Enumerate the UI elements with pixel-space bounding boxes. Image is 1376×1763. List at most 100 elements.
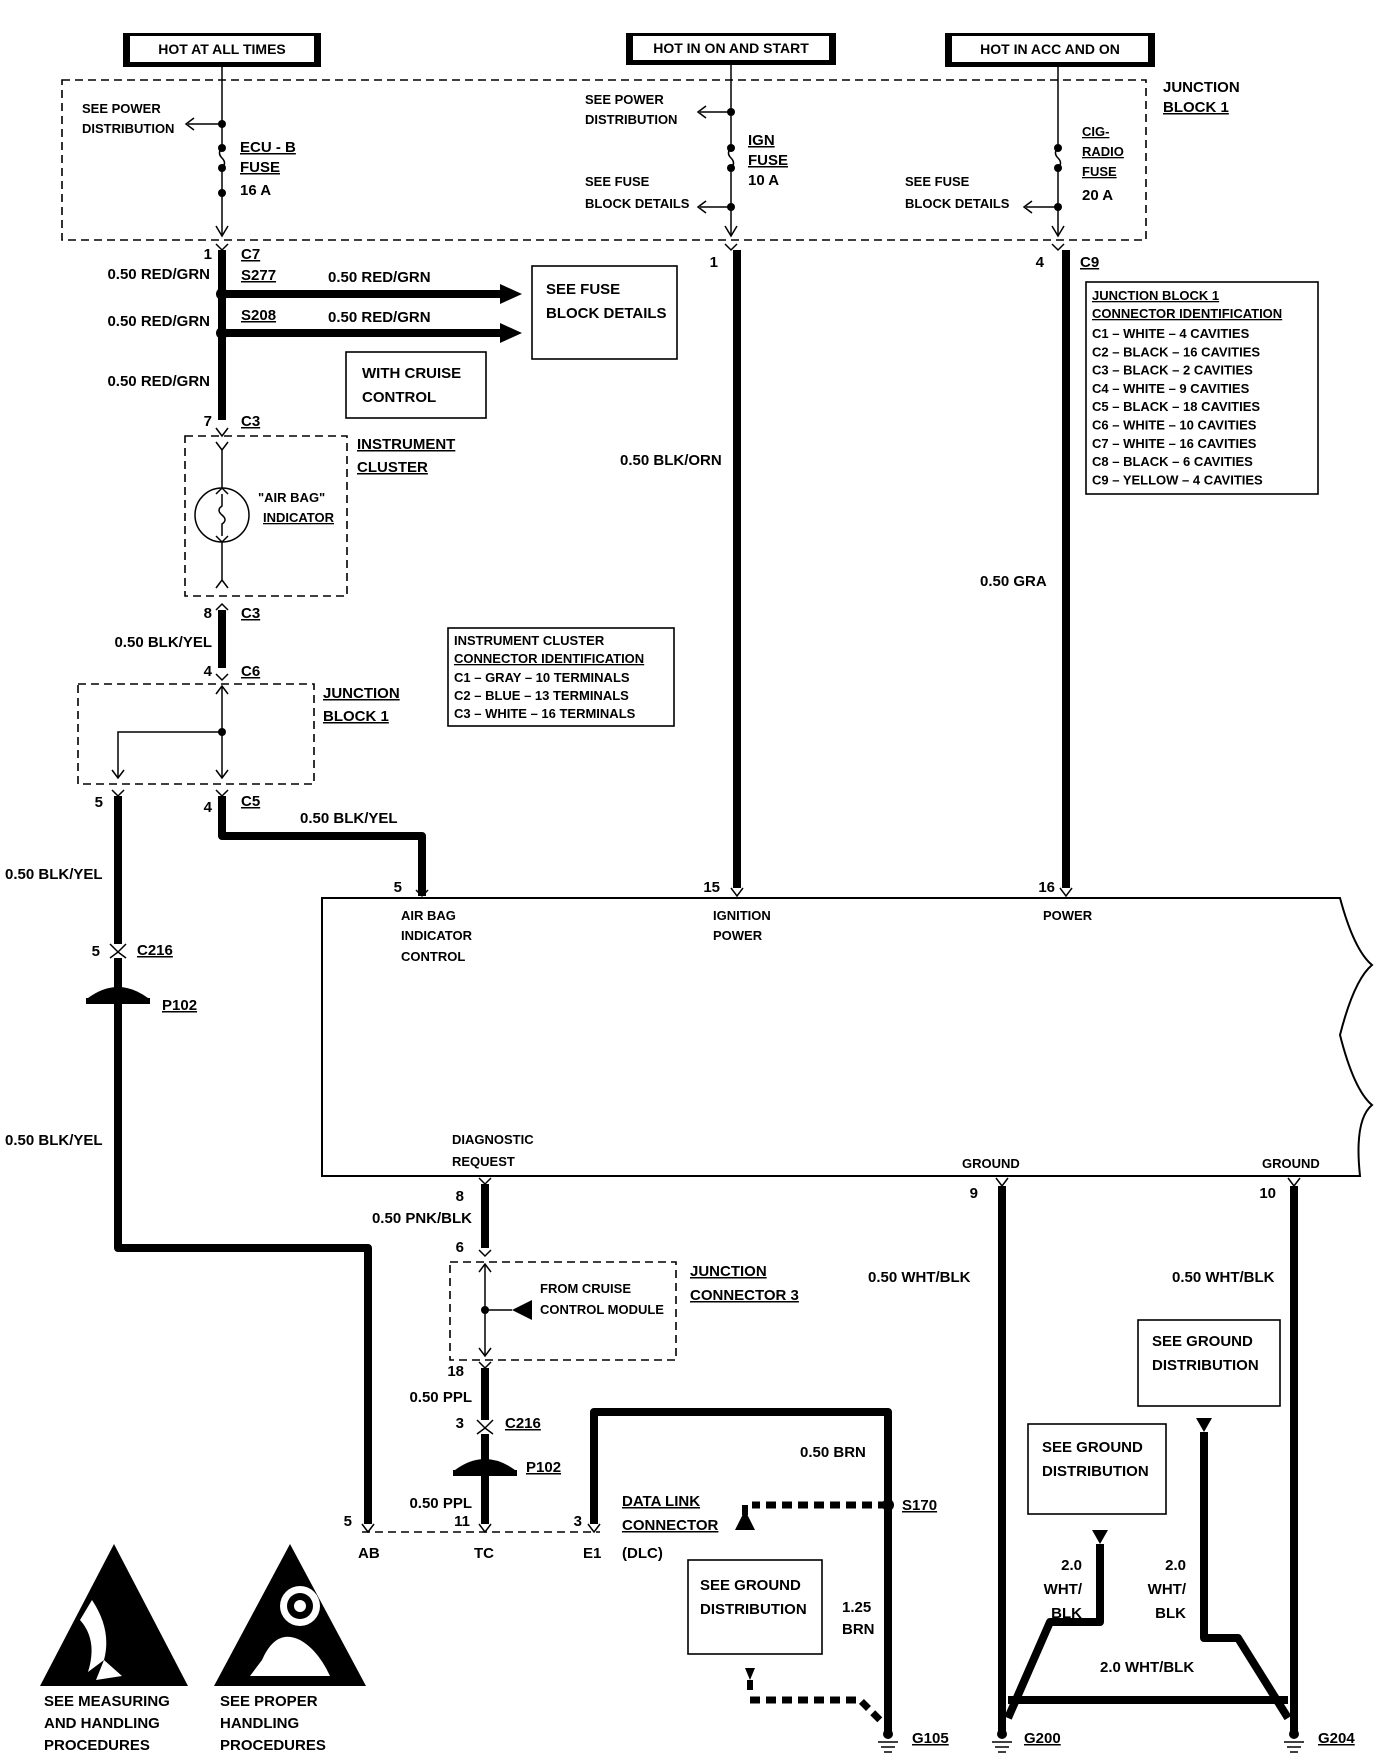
jb1-conn-id-title-1: JUNCTION BLOCK 1 — [1092, 288, 1219, 303]
wire-2a-2: WHT/ — [1044, 1581, 1083, 1598]
air-bag-indicator-1: "AIR BAG" — [258, 490, 325, 505]
esd-warning-2: AND HANDLING — [44, 1715, 160, 1732]
instrument-cluster-box — [184, 435, 348, 597]
c6-pin: 4 — [204, 663, 213, 680]
see-power-1b: DISTRIBUTION — [82, 121, 174, 136]
jb1-connector-id-box — [1085, 281, 1319, 495]
wire-blk-yel-1-label: 0.50 BLK/YEL — [114, 634, 212, 651]
header-hot-acc-on: HOT IN ACC AND ON — [945, 33, 1155, 67]
cig-fuse-name-1: CIG- — [1082, 124, 1109, 139]
ign-fuse: SEE POWER DISTRIBUTION SEE FUSE BLOCK DE… — [585, 80, 788, 238]
wire-brn-label: 0.50 BRN — [800, 1444, 866, 1461]
c5-pin-left: 5 — [95, 794, 103, 811]
esd-warning-icon — [40, 1544, 188, 1686]
junction-block-top — [61, 79, 1147, 241]
jc3-pin-bot: 18 — [447, 1363, 464, 1380]
module-ign-2: POWER — [713, 928, 763, 943]
module-body — [321, 897, 1374, 1177]
wire-red-grn-3-label: 0.50 RED/GRN — [107, 373, 210, 390]
ecu-fuse-name-2: FUSE — [240, 159, 280, 176]
see-fuse-2a: SEE FUSE — [585, 174, 650, 189]
ground-dist-a2: DISTRIBUTION — [700, 1601, 807, 1618]
dlc-pin-3: 3 — [574, 1513, 582, 1530]
header-hot-on-start: HOT IN ON AND START — [626, 33, 836, 65]
pin-8: 8 — [456, 1188, 464, 1205]
srs-warning-2: HANDLING — [220, 1715, 299, 1732]
c7-pin: 1 — [204, 246, 212, 263]
header-hot-all-times-label: HOT AT ALL TIMES — [158, 41, 286, 57]
g204-ground-icon — [1284, 1729, 1304, 1753]
module-diag-2: REQUEST — [452, 1154, 515, 1169]
connector-id-row: C3 – BLACK – 2 CAVITIES — [1092, 363, 1253, 378]
wire-wht-blk-2-label: 0.50 WHT/BLK — [1172, 1269, 1275, 1286]
cig-fuse-name-2: RADIO — [1082, 144, 1124, 159]
wire-2a-1: 2.0 — [1061, 1557, 1082, 1574]
pin-15: 15 — [703, 879, 720, 896]
c9-pin: 4 — [1036, 254, 1045, 271]
wire-wht-blk-1-label: 0.50 WHT/BLK — [868, 1269, 971, 1286]
wire-brn — [590, 1408, 892, 1734]
pin-5-airbag: 5 — [394, 879, 402, 896]
with-cruise-2: CONTROL — [362, 389, 436, 406]
c3-bot-pin: 8 — [204, 605, 212, 622]
connector-id-row: C8 – BLACK – 6 CAVITIES — [1092, 454, 1253, 469]
see-fuse-3a: SEE FUSE — [905, 174, 970, 189]
jb-mid-title-2: BLOCK 1 — [323, 708, 389, 725]
wire-brn125-2: BRN — [842, 1621, 875, 1638]
srs-warning-3: PROCEDURES — [220, 1737, 326, 1754]
ground-dist-a1: SEE GROUND — [700, 1577, 801, 1594]
module-diag-1: DIAGNOSTIC — [452, 1132, 534, 1147]
connector-id-row: C1 – WHITE – 4 CAVITIES — [1092, 326, 1250, 341]
instrument-cluster-title-1: INSTRUMENT — [357, 436, 455, 453]
wire-red-grn-1-label: 0.50 RED/GRN — [107, 266, 210, 283]
wire-blk-yel-2 — [218, 796, 426, 896]
c9-label: C9 — [1080, 254, 1099, 271]
ic-conn-id-title-2: CONNECTOR IDENTIFICATION — [454, 651, 644, 666]
g204-label: G204 — [1318, 1730, 1355, 1747]
ecu-fuse-rating: 16 A — [240, 182, 271, 199]
junction-block-mid — [77, 683, 315, 785]
jb-mid-title-1: JUNCTION — [323, 685, 400, 702]
dlc-tc: TC — [474, 1545, 494, 1562]
jb1-conn-id-title-2: CONNECTOR IDENTIFICATION — [1092, 306, 1282, 321]
jc3-pin-top: 6 — [456, 1239, 464, 1256]
pin-9: 9 — [970, 1185, 978, 1202]
wire-gra-label: 0.50 GRA — [980, 573, 1047, 590]
wire-2b-2: WHT/ — [1148, 1581, 1187, 1598]
srs-warning-icon — [214, 1544, 366, 1686]
connector-id-row: C5 – BLACK – 18 CAVITIES — [1092, 399, 1260, 414]
c5-pin-right: 4 — [204, 799, 213, 816]
dlc-title-2: CONNECTOR — [622, 1517, 719, 1534]
p102-label: P102 — [162, 997, 197, 1014]
ic-conn-id-title-1: INSTRUMENT CLUSTER — [454, 633, 605, 648]
wire-2b-1: 2.0 — [1165, 1557, 1186, 1574]
c3-top-label: C3 — [241, 413, 260, 430]
ign-pin: 1 — [710, 254, 718, 271]
ground-dist-b2: DISTRIBUTION — [1152, 1357, 1259, 1374]
wire-red-grn-4-label: 0.50 RED/GRN — [328, 269, 431, 286]
see-power-2b: DISTRIBUTION — [585, 112, 677, 127]
jb-top-title-1: JUNCTION — [1163, 79, 1240, 96]
s170-label: S170 — [902, 1497, 937, 1514]
cig-radio-fuse: SEE FUSE BLOCK DETAILS CIG- RADIO FUSE 2… — [905, 80, 1124, 238]
dlc-e1: E1 — [583, 1545, 601, 1562]
ign-fuse-name-1: IGN — [748, 132, 775, 149]
cruise-arrow-icon — [512, 1300, 532, 1320]
jb-top-title-2: BLOCK 1 — [1163, 99, 1229, 116]
jc3-title-2: CONNECTOR 3 — [690, 1287, 799, 1304]
s277-label: S277 — [241, 267, 276, 284]
dlc-title-1: DATA LINK — [622, 1493, 700, 1510]
ground-dist-box-c — [1027, 1423, 1167, 1515]
junction-connector-3-box — [449, 1261, 677, 1361]
wire-blk-yel-4 — [114, 958, 372, 1524]
connector-id-row: C9 – YELLOW – 4 CAVITIES — [1092, 472, 1263, 487]
module-airbag-3: CONTROL — [401, 949, 465, 964]
g200-ground-icon — [992, 1729, 1012, 1753]
module-ground-1: GROUND — [962, 1156, 1020, 1171]
ecu-fuse: SEE POWER DISTRIBUTION ECU - B FUSE 16 A — [82, 80, 296, 238]
cig-fuse-rating: 20 A — [1082, 187, 1113, 204]
see-power-1a: SEE POWER — [82, 101, 161, 116]
connector-id-row: C3 – WHITE – 16 TERMINALS — [454, 706, 636, 721]
connector-id-row: C2 – BLUE – 13 TERMINALS — [454, 688, 629, 703]
